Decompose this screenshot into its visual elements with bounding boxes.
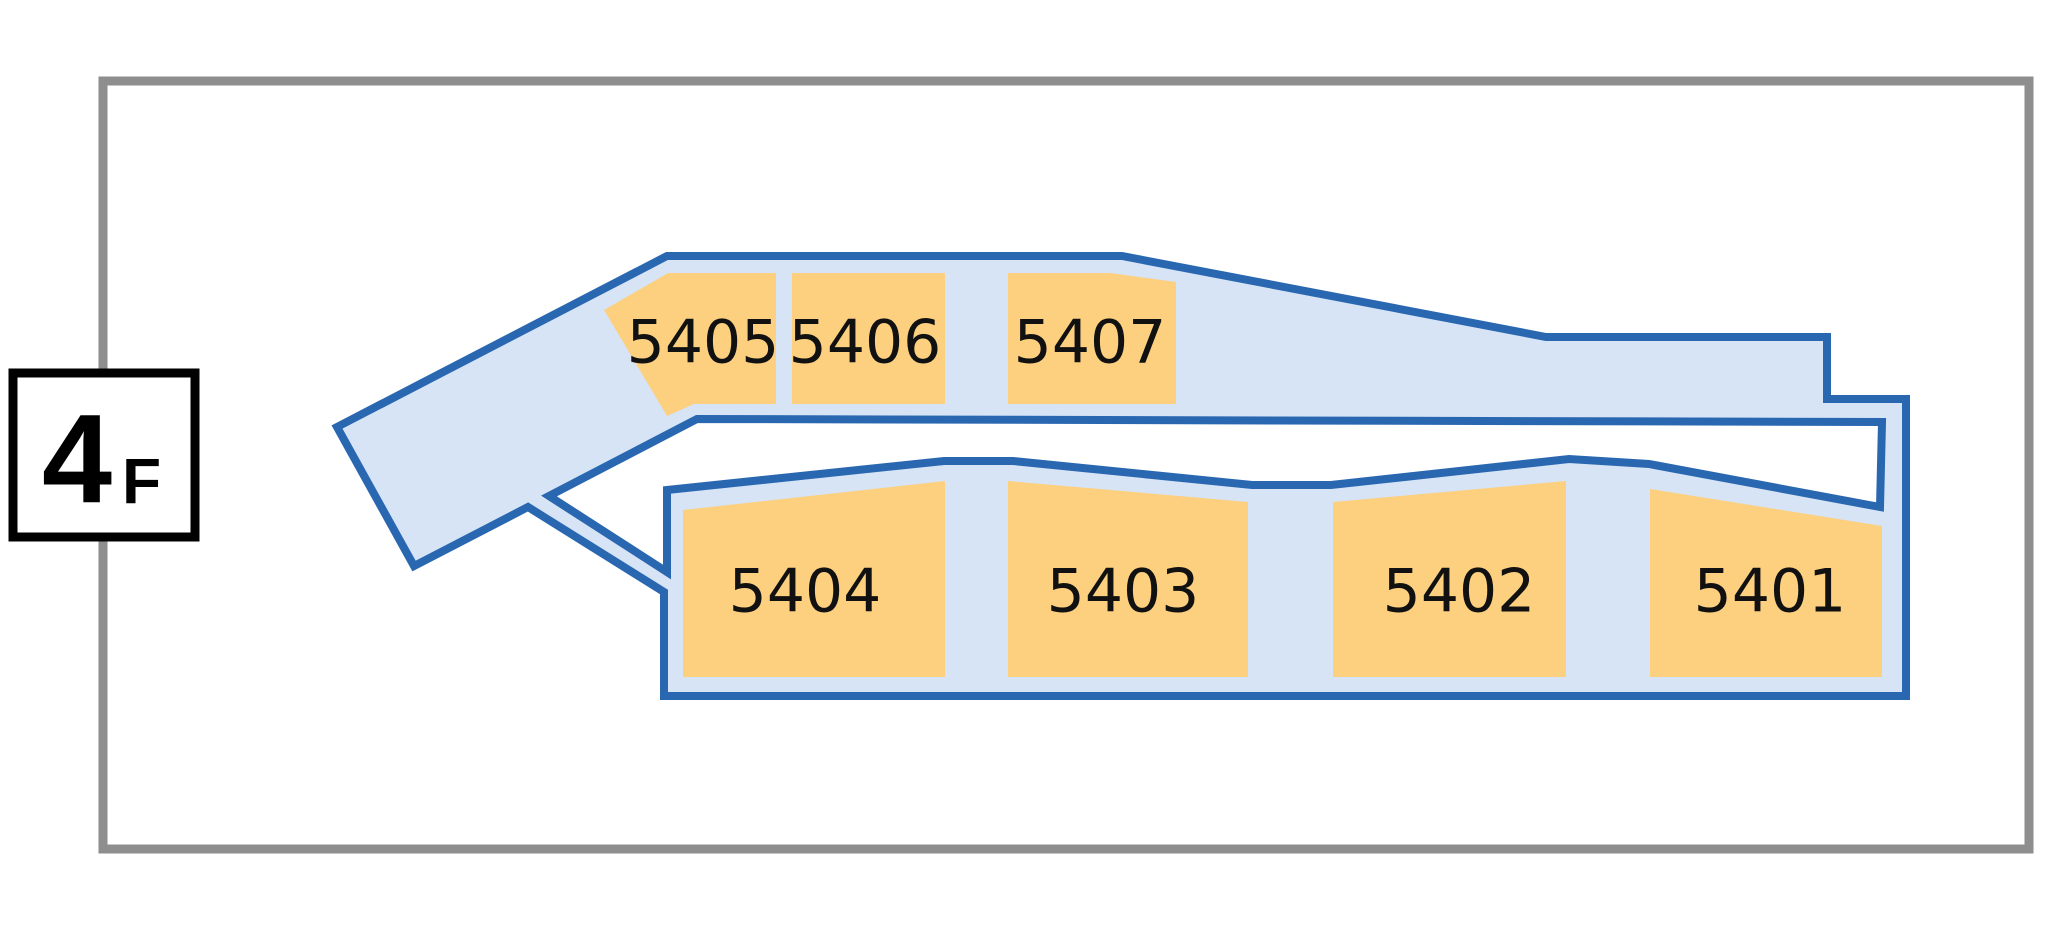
room-5403-label: 5403	[1047, 557, 1200, 627]
room-5405[interactable]: 5405	[604, 273, 779, 416]
room-5401[interactable]: 5401	[1650, 489, 1882, 677]
room-5403-area[interactable]	[1008, 481, 1248, 677]
room-5404[interactable]: 5404	[683, 481, 945, 677]
floor-number: 4	[42, 388, 112, 529]
room-5406[interactable]: 5406	[789, 273, 945, 404]
room-5406-label: 5406	[789, 308, 942, 378]
room-5407-area[interactable]	[1008, 273, 1176, 404]
room-5401-label: 5401	[1694, 557, 1847, 627]
room-5403[interactable]: 5403	[1008, 481, 1248, 677]
room-5404-area[interactable]	[683, 481, 945, 677]
floor-badge: 4 F	[8, 368, 200, 542]
room-5405-label: 5405	[627, 308, 780, 378]
floor-suffix: F	[122, 445, 161, 517]
courtyard	[541, 414, 1887, 580]
room-5402-label: 5402	[1383, 557, 1536, 627]
room-5404-label: 5404	[729, 557, 882, 627]
room-5401-area[interactable]	[1650, 489, 1882, 677]
room-5407-label: 5407	[1014, 308, 1167, 378]
room-5406-area[interactable]	[792, 273, 945, 404]
room-5405-area[interactable]	[604, 273, 776, 416]
room-5402[interactable]: 5402	[1333, 481, 1566, 677]
floor-badge-box	[8, 368, 200, 542]
room-5402-area[interactable]	[1333, 481, 1566, 677]
room-5407[interactable]: 5407	[1008, 273, 1176, 404]
